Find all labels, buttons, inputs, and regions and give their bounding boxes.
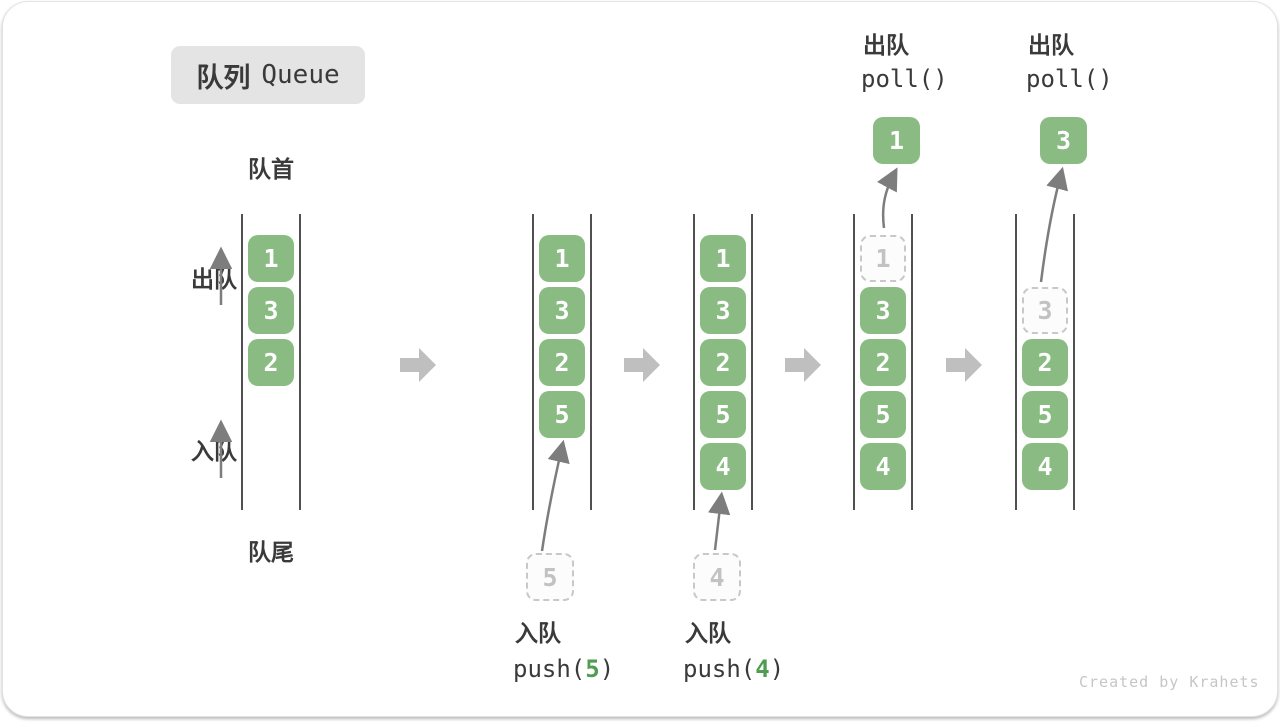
op-poll2-label: 出队 [1028,32,1074,58]
op-poll2-code: poll() [1026,65,1113,93]
queue-cell: 2 [700,339,746,386]
code-text: push( [513,655,586,683]
queue-cell: 3 [539,287,585,334]
arrows-overlay [209,166,1069,552]
queue-cell: 2 [860,339,906,386]
code-arg: 5 [585,655,600,683]
queue-cell: 2 [539,339,585,386]
queue-cell-removed: 3 [1022,287,1068,334]
code-arg: 4 [755,655,770,683]
flow-arrow-icon [624,348,660,382]
queue-channel-2: 1 3 2 5 [532,214,592,510]
op-push5-label: 入队 [515,620,561,646]
queue-cell: 3 [248,287,294,334]
title-en: Queue [261,60,340,90]
op-push5-code: push(5) [513,655,615,684]
queue-channel-3: 1 3 2 5 4 [693,214,753,510]
flow-arrow-icon [946,348,982,382]
code-text: ) [769,655,785,683]
queue-cell: 4 [860,443,906,490]
op-push4-label: 入队 [685,620,731,646]
queue-cell: 5 [1022,391,1068,438]
queue-channel-1: 1 3 2 [241,214,301,510]
queue-cell: 5 [860,391,906,438]
queue-cell: 5 [700,391,746,438]
queue-channel-4: 1 3 2 5 4 [853,214,913,510]
title-zh: 队列 [196,62,251,93]
queue-cell: 1 [700,235,746,282]
label-queue-rear: 队尾 [248,539,294,565]
op-poll1-code: poll() [861,65,948,93]
label-dequeue: 出队 [191,266,237,292]
queue-cell: 5 [539,391,585,438]
result-cell: 3 [1040,117,1087,164]
flow-arrow-icon [400,348,436,382]
footer-credit: Created by Krahets [1079,673,1260,691]
queue-channel-5: 3 2 5 4 [1015,214,1075,510]
label-enqueue: 入队 [191,438,237,464]
queue-cell: 1 [248,235,294,282]
queue-cell: 4 [1022,443,1068,490]
op-push4-code: push(4) [683,655,785,684]
queue-cell: 2 [248,339,294,386]
queue-cell: 3 [700,287,746,334]
queue-cell: 2 [1022,339,1068,386]
op-poll1-label: 出队 [863,32,909,58]
staging-cell: 4 [693,553,741,601]
staging-cell: 5 [526,553,574,601]
label-queue-front: 队首 [248,156,294,182]
result-cell: 1 [873,117,920,164]
queue-cell: 3 [860,287,906,334]
queue-cell-removed: 1 [860,235,906,282]
title-badge: 队列 Queue [171,46,365,104]
code-text: push( [683,655,756,683]
queue-cell: 4 [700,443,746,490]
flow-arrow-icon [785,348,821,382]
queue-cell: 1 [539,235,585,282]
code-text: ) [599,655,615,683]
